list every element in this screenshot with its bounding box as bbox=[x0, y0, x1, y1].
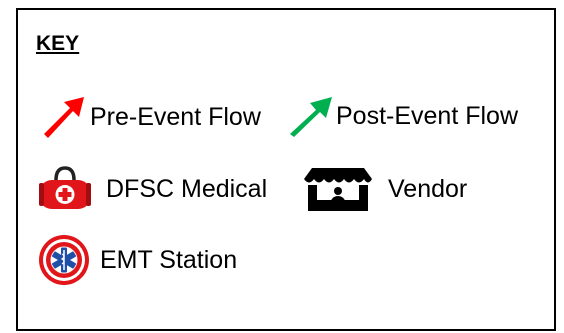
legend-label: DFSC Medical bbox=[106, 174, 268, 203]
emt-badge-icon bbox=[39, 235, 89, 285]
legend-item-vendor: Vendor bbox=[302, 166, 467, 212]
vendor-stand-icon bbox=[304, 168, 372, 211]
legend-label: Post-Event Flow bbox=[336, 101, 519, 130]
medical-bag-icon bbox=[39, 166, 91, 209]
legend-item-emt-station: EMT Station bbox=[38, 234, 237, 286]
key-title: KEY bbox=[36, 32, 80, 55]
legend-item-dfsc-medical: DFSC Medical bbox=[36, 166, 267, 212]
legend-item-post-event-flow: Post-Event Flow bbox=[288, 94, 518, 138]
legend-box: KEY Pre-Event Flow Post-Event Flow DFSC … bbox=[16, 8, 556, 331]
legend-label: Vendor bbox=[388, 174, 468, 203]
red-arrow-icon bbox=[44, 97, 84, 138]
legend-item-pre-event-flow: Pre-Event Flow bbox=[42, 94, 261, 140]
green-arrow-icon bbox=[290, 97, 332, 137]
legend-label: Pre-Event Flow bbox=[90, 102, 261, 131]
legend-label: EMT Station bbox=[100, 245, 238, 274]
